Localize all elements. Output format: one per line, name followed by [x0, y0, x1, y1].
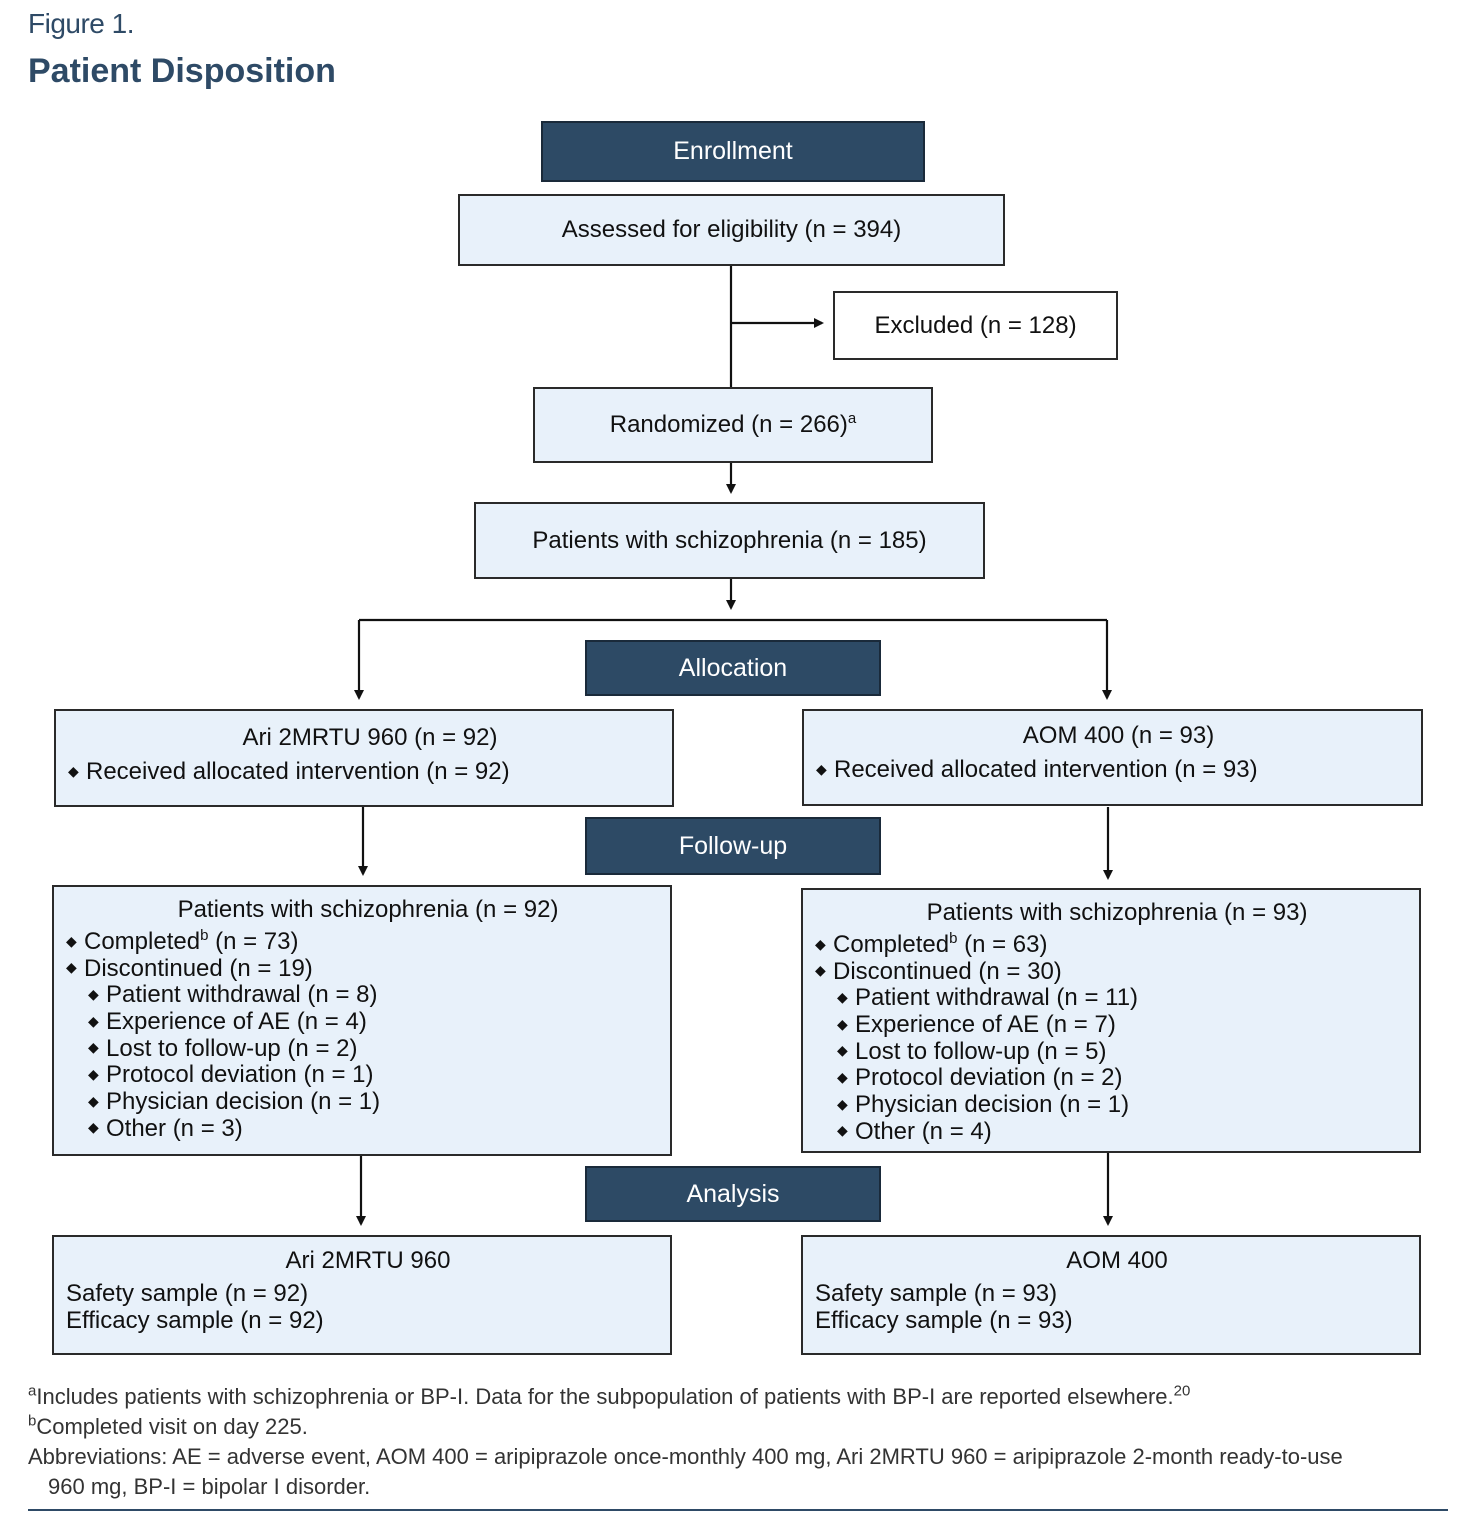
analysis-title-ari: Ari 2MRTU 960: [285, 1247, 451, 1274]
analysis-box-aom: AOM 400 Safety sample (n = 93) Efficacy …: [801, 1235, 1421, 1355]
safety-sample-aom: Safety sample (n = 93): [815, 1280, 1058, 1307]
reason-aom: Other (n = 4): [855, 1117, 992, 1145]
bullet-icon: ◆: [837, 988, 848, 1005]
allocation-box-ari: Ari 2MRTU 960 (n = 92) ◆ Received allocat…: [54, 709, 674, 807]
completed-label-ari: Completed: [84, 928, 201, 955]
followup-title-ari: Patients with schizophrenia (n = 92): [177, 896, 559, 923]
footnote-mark-a: a: [847, 410, 857, 427]
footnote-mark-b: b: [949, 930, 958, 947]
assessed-text: Assessed for eligibility (n = 394): [561, 216, 902, 243]
efficacy-sample-ari: Efficacy sample (n = 92): [66, 1307, 324, 1334]
discontinued-aom: Discontinued (n = 30): [833, 957, 1062, 985]
allocation-title-aom: AOM 400 (n = 93): [1022, 722, 1215, 749]
stage-enrollment: Enrollment: [541, 121, 925, 182]
allocation-title-ari: Ari 2MRTU 960 (n = 92): [242, 724, 498, 751]
bullet-icon: ◆: [816, 760, 827, 777]
followup-box-aom: Patients with schizophrenia (n = 93) ◆ Co…: [801, 888, 1421, 1153]
reason-ari: Protocol deviation (n = 1): [106, 1061, 374, 1089]
reason-ari: Other (n = 3): [106, 1114, 243, 1142]
bullet-icon: ◆: [837, 1042, 848, 1059]
reason-aom: Lost to follow-up (n = 5): [855, 1037, 1107, 1065]
stage-analysis: Analysis: [585, 1166, 881, 1222]
figure-title: Patient Disposition: [28, 52, 336, 90]
stage-allocation: Allocation: [585, 640, 881, 696]
bullet-icon: ◆: [88, 1039, 99, 1056]
completed-value-aom: (n = 63): [957, 931, 1048, 958]
bullet-icon: ◆: [66, 932, 77, 949]
bottom-rule: [28, 1509, 1448, 1511]
footnote-b: bCompleted visit on day 225.: [28, 1412, 308, 1439]
assessed-box: Assessed for eligibility (n = 394): [458, 194, 1005, 266]
reason-ari: Lost to follow-up (n = 2): [106, 1034, 358, 1062]
bullet-icon: ◆: [88, 1012, 99, 1029]
bullet-icon: ◆: [815, 962, 826, 979]
bullet-icon: ◆: [66, 959, 77, 976]
bullet-icon: ◆: [88, 1119, 99, 1136]
footnote-a: aIncludes patients with schizophrenia or…: [28, 1382, 1191, 1409]
abbreviations-line-1: Abbreviations: AE = adverse event, AOM 4…: [28, 1444, 1343, 1469]
schizophrenia-box: Patients with schizophrenia (n = 185): [474, 502, 985, 579]
reason-aom: Experience of AE (n = 7): [855, 1010, 1116, 1038]
reason-ari: Physician decision (n = 1): [106, 1087, 381, 1115]
abbreviations-line-2: 960 mg, BP-I = bipolar I disorder.: [48, 1474, 371, 1499]
completed-value-ari: (n = 73): [208, 928, 299, 955]
reason-aom: Physician decision (n = 1): [855, 1090, 1130, 1118]
schizophrenia-text: Patients with schizophrenia (n = 185): [532, 526, 927, 554]
allocation-item-ari: Received allocated intervention (n = 92): [86, 758, 510, 785]
analysis-title-aom: AOM 400: [1066, 1247, 1168, 1274]
reason-ari: Experience of AE (n = 4): [106, 1007, 367, 1035]
completed-label-aom: Completed: [833, 931, 950, 958]
stage-follow-up: Follow-up: [585, 817, 881, 875]
footnote-mark-b: b: [200, 927, 209, 944]
reason-ari: Patient withdrawal (n = 8): [106, 981, 378, 1009]
bullet-icon: ◆: [68, 762, 79, 779]
analysis-box-ari: Ari 2MRTU 960 Safety sample (n = 92) Eff…: [52, 1235, 672, 1355]
bullet-icon: ◆: [815, 935, 826, 952]
bullet-icon: ◆: [837, 1095, 848, 1112]
followup-box-ari: Patients with schizophrenia (n = 92) ◆ Co…: [52, 885, 672, 1156]
reason-aom: Protocol deviation (n = 2): [855, 1064, 1123, 1092]
efficacy-sample-aom: Efficacy sample (n = 93): [815, 1307, 1073, 1334]
bullet-icon: ◆: [88, 1092, 99, 1109]
figure-label: Figure 1.: [28, 8, 135, 39]
safety-sample-ari: Safety sample (n = 92): [66, 1280, 309, 1307]
allocation-item-aom: Received allocated intervention (n = 93): [834, 756, 1258, 783]
excluded-text: Excluded (n = 128): [874, 311, 1077, 339]
reason-aom: Patient withdrawal (n = 11): [855, 984, 1139, 1012]
bullet-icon: ◆: [837, 1068, 848, 1085]
bullet-icon: ◆: [837, 1122, 848, 1139]
bullet-icon: ◆: [88, 1065, 99, 1082]
randomized-text: Randomized (n = 266): [609, 411, 848, 438]
bullet-icon: ◆: [837, 1015, 848, 1032]
allocation-box-aom: AOM 400 (n = 93) ◆ Received allocated int…: [802, 709, 1423, 806]
randomized-box: Randomized (n = 266)a: [533, 387, 933, 463]
footnotes: aIncludes patients with schizophrenia or…: [28, 1382, 1438, 1502]
excluded-box: Excluded (n = 128): [833, 291, 1118, 360]
followup-title-aom: Patients with schizophrenia (n = 93): [926, 899, 1308, 926]
bullet-icon: ◆: [88, 985, 99, 1002]
discontinued-ari: Discontinued (n = 19): [84, 954, 313, 982]
